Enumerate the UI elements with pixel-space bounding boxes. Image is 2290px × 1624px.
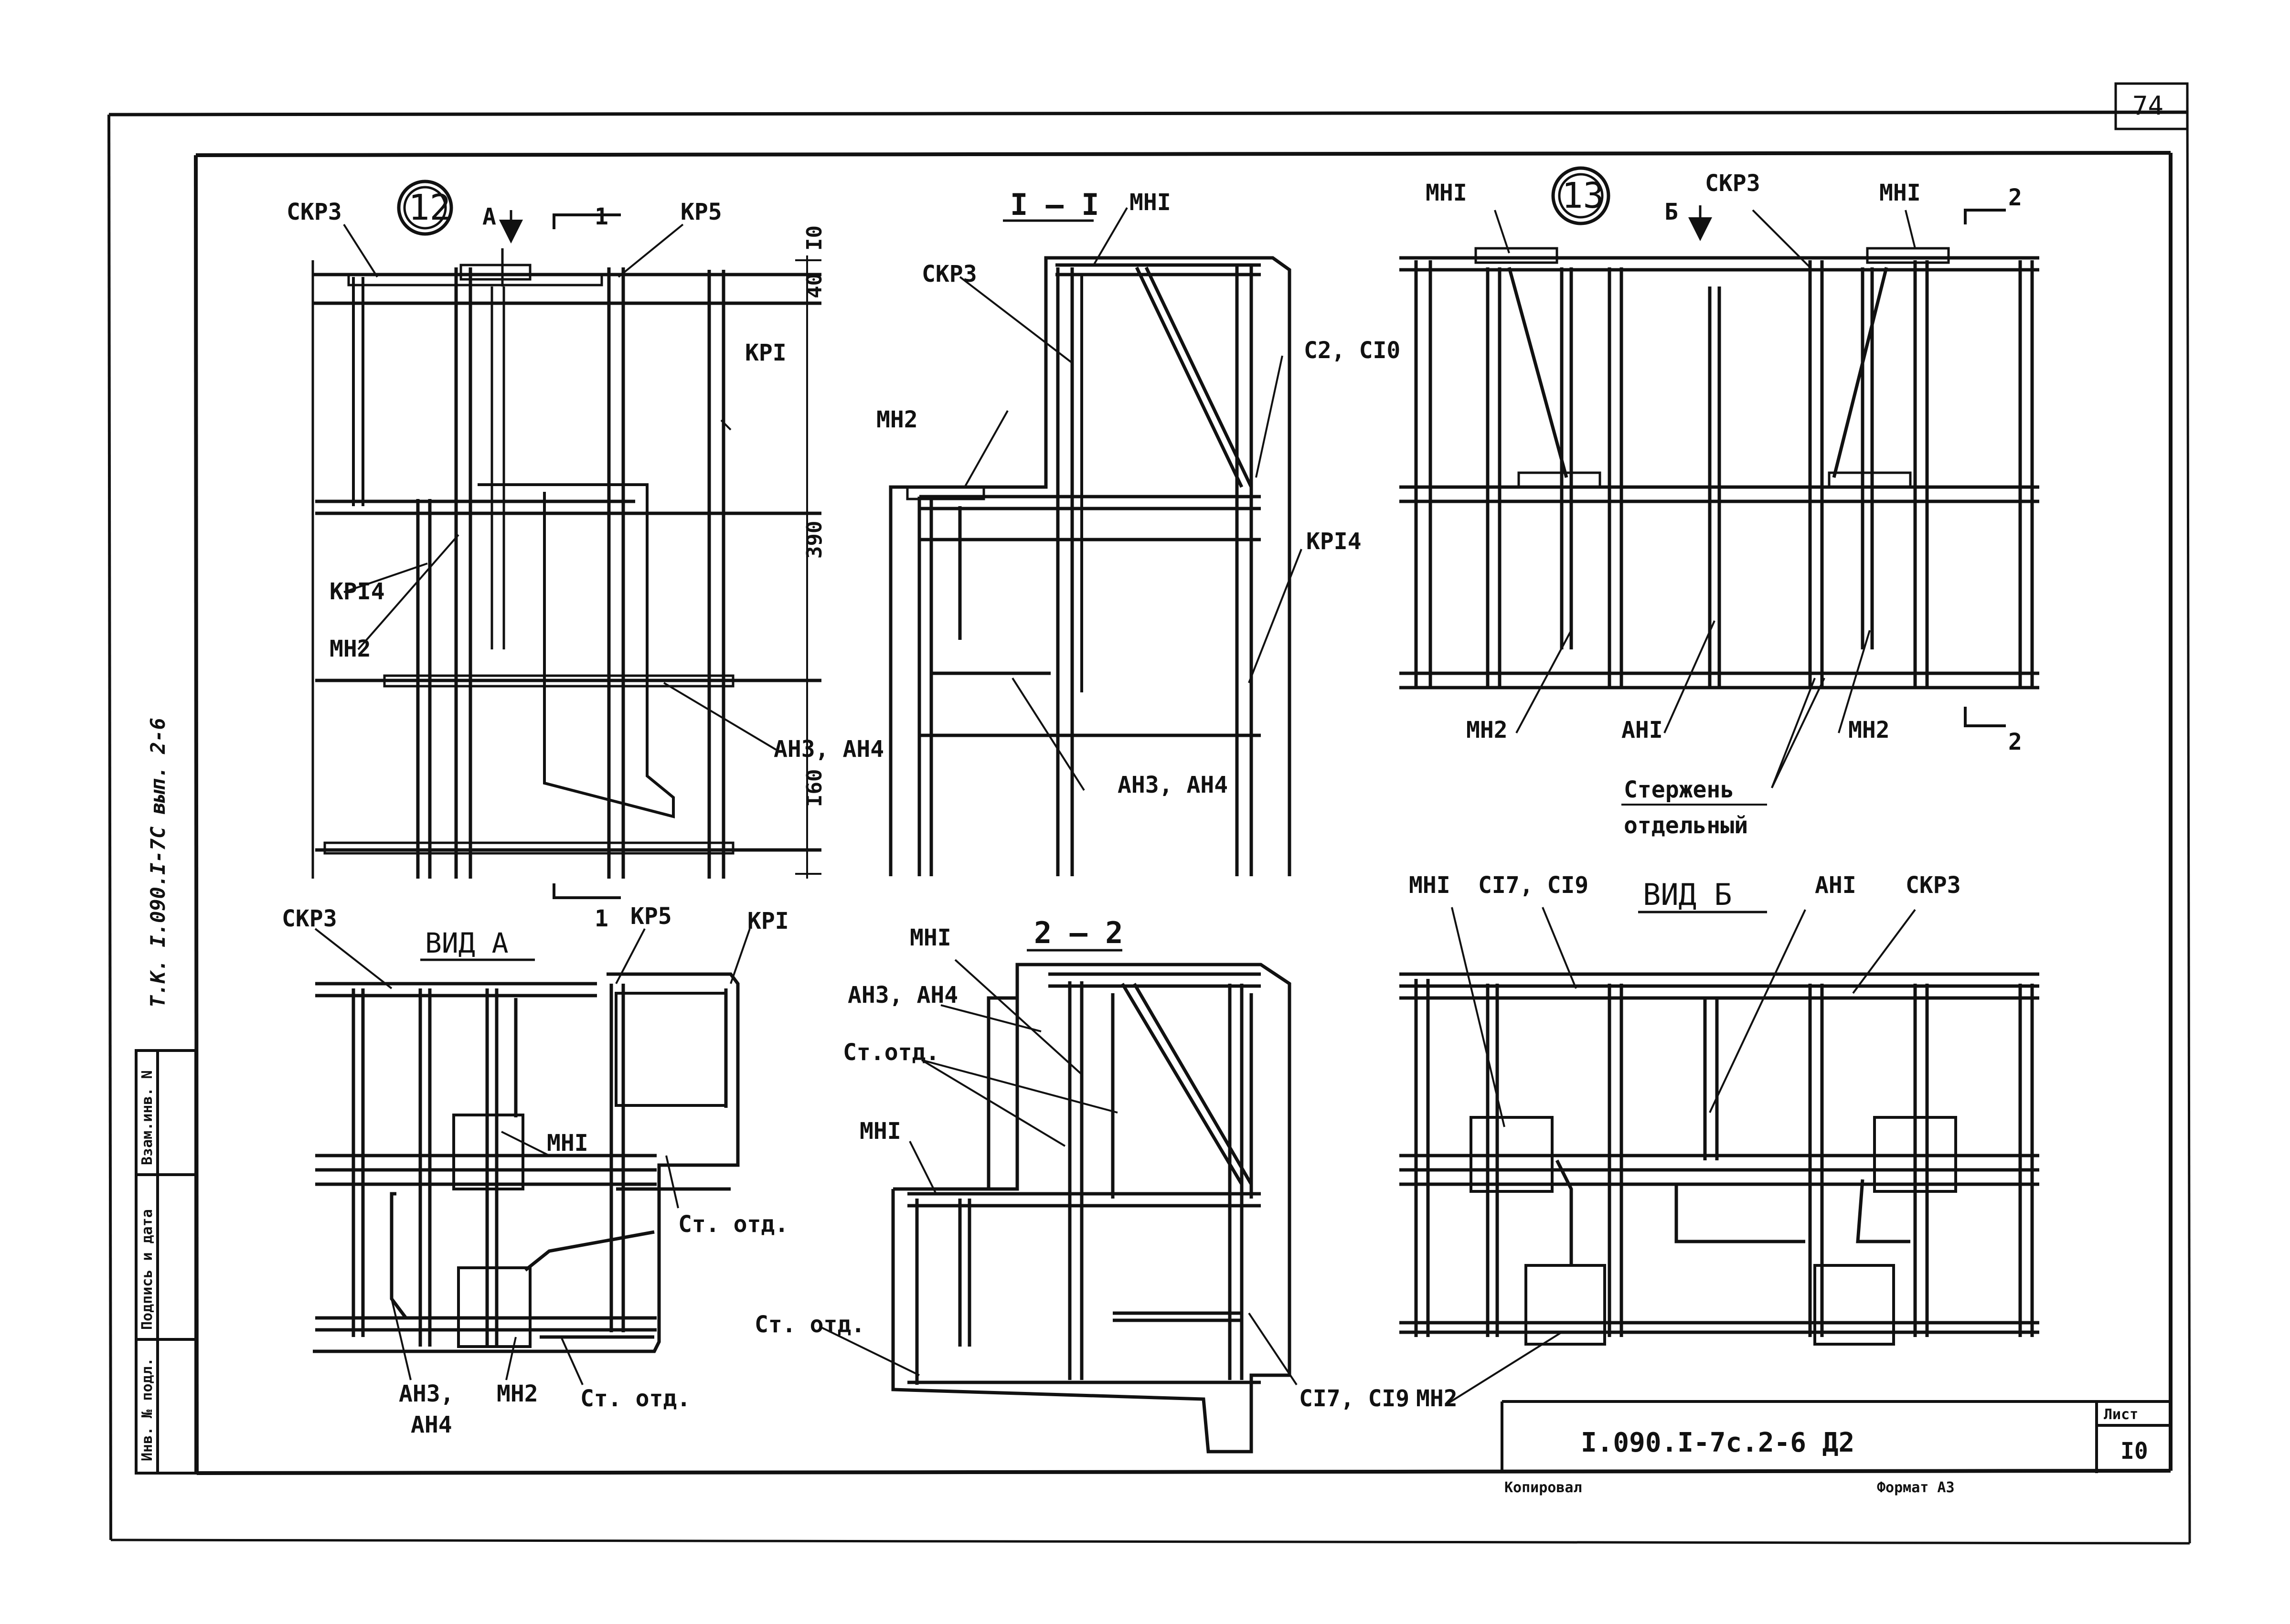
dim-40: 40 — [802, 273, 827, 298]
va-label-st1: Ст. отд. — [678, 1211, 788, 1238]
list-label: Лист — [2104, 1406, 2138, 1423]
va-label-kr5: КР5 — [630, 903, 672, 930]
node-12-marker-circle — [397, 180, 453, 236]
n13-label-mn1b: МНI — [1879, 180, 1921, 206]
format-label: Формат А3 — [1877, 1479, 1955, 1496]
dim-10: I0 — [802, 225, 827, 251]
va-label-an3: АН3, — [399, 1380, 454, 1407]
section-1-1-title: I – I — [1010, 187, 1099, 222]
node-13-section-bottom: 2 — [2008, 729, 2022, 755]
va-label-mn2: МН2 — [497, 1380, 538, 1407]
vb-label-mn2: МН2 — [1416, 1385, 1458, 1412]
n13-label-rod2: отдельный — [1624, 812, 1748, 839]
va-label-mn1: МНI — [547, 1130, 588, 1157]
vb-label-mn1: МНI — [1409, 872, 1450, 899]
view-a-title: ВИД А — [425, 927, 509, 959]
node-13-drawing — [1399, 209, 2039, 788]
n13-label-skr3: СКР3 — [1705, 170, 1760, 197]
s22-label-c17: СI7, СI9 — [1299, 1385, 1409, 1412]
drawing-code: I.090.I-7c.2-6 Д2 — [1581, 1427, 1854, 1458]
stamp-inventory: Инв. № подл. — [139, 1358, 156, 1461]
view-b-drawing — [1399, 907, 2039, 1405]
node-13-section-top: 2 — [2008, 184, 2022, 211]
s22-label-stotd: Ст.отд. — [843, 1039, 939, 1066]
margin-note: Т.К. I.090.I-7С вып. 2-6 — [146, 718, 170, 1008]
n13-label-mn1a: МНI — [1426, 180, 1467, 206]
section-2-2-title: 2 – 2 — [1034, 915, 1123, 950]
view-b-title: ВИД Б — [1643, 877, 1732, 912]
s22-label-mn1b: МНI — [860, 1118, 901, 1145]
n13-label-an1: АНI — [1621, 717, 1663, 743]
node-12-marker: 12 — [408, 187, 451, 228]
side-stamp — [135, 1049, 197, 1475]
label-kr1: КРI — [745, 340, 787, 366]
va-label-kr1: КРI — [747, 908, 789, 934]
va-label-an4: АН4 — [411, 1412, 452, 1438]
node-13-view-letter: Б — [1664, 199, 1678, 225]
n13-label-mn2a: МН2 — [1466, 717, 1508, 743]
label-an34: АН3, АН4 — [774, 736, 884, 763]
copied-label: Копировал — [1504, 1479, 1582, 1496]
vb-label-skr3: СКР3 — [1906, 872, 1961, 899]
sheet-frame — [107, 82, 2191, 1545]
dim-160: I60 — [802, 769, 827, 807]
va-label-skr3: СКР3 — [282, 905, 337, 932]
page-number: 74 — [2132, 91, 2163, 121]
stamp-signature: Подпись и дата — [139, 1209, 156, 1330]
stamp-replaced: Взам.инв. N — [139, 1070, 156, 1165]
section-1-1-drawing — [889, 207, 1302, 876]
node-12-drawing — [311, 213, 821, 899]
node-13-marker: 13 — [1562, 175, 1604, 216]
list-number: I0 — [2120, 1438, 2148, 1465]
node-12-view-letter: А — [482, 203, 496, 230]
s11-label-c2c10: С2, СI0 — [1304, 337, 1400, 364]
s22-label-st: Ст. отд. — [755, 1311, 865, 1338]
section-2-2-drawing — [821, 959, 1298, 1454]
dim-390: 390 — [802, 521, 827, 559]
s22-label-an34: АН3, АН4 — [848, 982, 958, 1008]
label-kr14: КРI4 — [330, 578, 385, 605]
s11-label-an34: АН3, АН4 — [1118, 772, 1228, 798]
label-kr5: КР5 — [681, 199, 722, 225]
vb-label-c17: СI7, СI9 — [1478, 872, 1588, 899]
label-mn2: МН2 — [330, 636, 371, 662]
n13-label-rod1: Стержень — [1624, 776, 1734, 803]
s11-label-skr3: СКР3 — [922, 261, 977, 287]
label-skr3: СКР3 — [287, 199, 342, 225]
view-a-drawing — [313, 928, 751, 1385]
node-12-section-bottom: 1 — [595, 905, 608, 932]
s11-label-mn2: МН2 — [876, 406, 918, 433]
s11-label-mn1: МНI — [1129, 189, 1171, 216]
s22-label-mn1a: МНI — [910, 924, 951, 951]
vb-label-an1: АНI — [1815, 872, 1856, 899]
n13-label-mn2b: МН2 — [1848, 717, 1890, 743]
va-label-st2: Ст. отд. — [580, 1385, 691, 1412]
s11-label-kr14: КРI4 — [1306, 528, 1362, 555]
node-13-marker-circle — [1551, 166, 1610, 225]
node-12-section-top: 1 — [595, 203, 608, 230]
title-block — [1501, 1400, 2171, 1473]
